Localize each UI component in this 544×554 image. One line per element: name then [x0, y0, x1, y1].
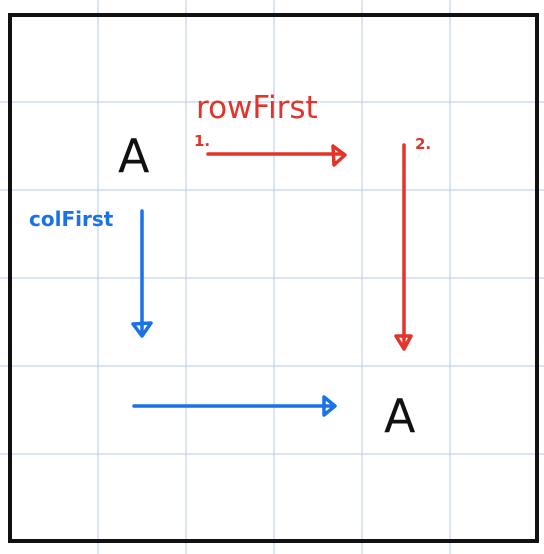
col-first-horizontal-arrow — [132, 395, 337, 417]
col-first-label: colFirst — [29, 207, 114, 231]
node-start-label: A — [118, 129, 150, 183]
outer-frame — [8, 13, 539, 543]
node-end-label: A — [384, 389, 416, 443]
row-first-horizontal-arrow — [206, 144, 347, 167]
row-first-label: rowFirst — [196, 90, 318, 126]
row-first-step-1: 1. — [194, 132, 210, 150]
col-first-vertical-arrow — [131, 209, 153, 338]
row-first-vertical-arrow — [394, 143, 413, 351]
row-first-step-2: 2. — [415, 135, 431, 153]
